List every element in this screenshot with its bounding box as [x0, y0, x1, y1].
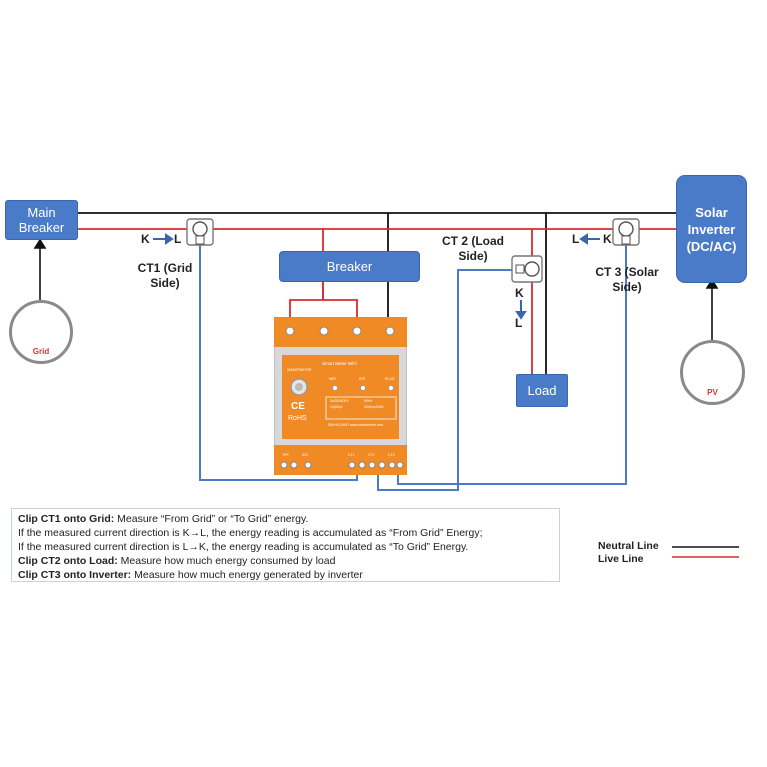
pv-source: PV — [680, 340, 745, 405]
meter-terminal-2: A/N — [302, 453, 308, 457]
solar-inverter-label: Solar Inverter (DC/AC) — [686, 204, 737, 254]
smart-meter-drawing — [274, 317, 407, 475]
meter-brand: SMARTMETER — [287, 368, 312, 372]
ct1-l-letter: L — [174, 232, 182, 246]
meter-spec-3: 50Hz — [364, 399, 373, 403]
source-connections — [33, 238, 719, 340]
meter-terminal-5: CT3 — [388, 453, 395, 457]
note-line-5-text: Measure how much energy generated by inv… — [131, 569, 363, 581]
note-line-3: If the measured current direction is L→K… — [18, 540, 553, 554]
load-label: Load — [527, 383, 557, 398]
meter-spec-1: 3x230/400V — [330, 399, 349, 403]
note-line-1-bold: Clip CT1 onto Grid: — [18, 513, 115, 525]
grid-label: Grid — [32, 347, 50, 356]
meter-title: Smart Meter WiFi — [322, 361, 358, 366]
pv-label: PV — [707, 388, 718, 397]
legend-live: Live Line — [598, 553, 644, 565]
ct-wires — [199, 244, 627, 491]
ct1-k-letter: K — [141, 232, 150, 246]
meter-status-3: PLUG — [385, 377, 395, 381]
main-breaker-box[interactable]: Main Breaker — [5, 200, 78, 240]
note-line-4-bold: Clip CT2 onto Load: — [18, 555, 118, 567]
ct3-k-letter: K — [603, 232, 612, 246]
ct1-label-text: CT1 (Grid Side) — [137, 261, 193, 290]
smart-meter-device: Smart Meter WiFi SMARTMETER CE RoHS WiFi… — [274, 317, 407, 475]
legend-lines — [672, 546, 739, 558]
main-breaker-label: Main Breaker — [18, 205, 65, 235]
note-line-3-text: If the measured current direction is L→K… — [18, 541, 469, 553]
ct3-clamp — [612, 218, 640, 246]
note-line-2: If the measured current direction is K→L… — [18, 526, 553, 540]
ct1-clamp — [186, 218, 214, 246]
meter-status-2: R/S — [359, 377, 365, 381]
note-line-1-text: Measure “From Grid” or “To Grid” energy. — [114, 513, 309, 525]
note-line-5: Clip CT3 onto Inverter: Measure how much… — [18, 568, 553, 582]
meter-status-1: WiFi — [329, 377, 336, 381]
ct2-k-letter: K — [515, 286, 524, 300]
direction-arrows — [153, 233, 600, 320]
note-line-4-text: Measure how much energy consumed by load — [117, 555, 336, 567]
ct3-label-text: CT 3 (Solar Side) — [595, 265, 659, 294]
grid-source: Grid — [9, 300, 73, 364]
breaker-label: Breaker — [326, 259, 373, 274]
ct2-label: CT 2 (Load Side) — [437, 234, 509, 264]
ct1-label: CT1 (Grid Side) — [128, 261, 202, 291]
note-line-2-text: If the measured current direction is K→L… — [18, 527, 483, 539]
ct2-l-letter: L — [515, 316, 523, 330]
meter-terminal-4: CT2 — [368, 453, 375, 457]
meter-terminal-1: ΤΡΚ — [282, 453, 289, 457]
note-line-5-bold: Clip CT3 onto Inverter: — [18, 569, 132, 581]
legend-neutral: Neutral Line — [598, 540, 659, 552]
instructions-note: Clip CT1 onto Grid: Measure “From Grid” … — [11, 508, 560, 582]
load-box[interactable]: Load — [516, 374, 568, 407]
meter-url: SIM+4G/WiFi www.smartmeter.com — [328, 423, 384, 427]
breaker-box[interactable]: Breaker — [279, 251, 420, 282]
meter-terminal-3: CT1 — [348, 453, 355, 457]
ct3-label: CT 3 (Solar Side) — [590, 265, 664, 295]
meter-spec-4: 400imp/kWh — [364, 405, 384, 409]
live-wires — [78, 228, 676, 374]
solar-inverter-box[interactable]: Solar Inverter (DC/AC) — [676, 175, 747, 283]
meter-spec-2: 10(60)A — [330, 405, 343, 409]
ct2-clamp — [511, 255, 543, 283]
note-line-4: Clip CT2 onto Load: Measure how much ene… — [18, 554, 553, 568]
meter-ce-mark: CE — [291, 401, 305, 412]
note-line-1: Clip CT1 onto Grid: Measure “From Grid” … — [18, 512, 553, 526]
neutral-wires — [78, 212, 676, 374]
ct3-l-letter: L — [572, 232, 580, 246]
ct2-label-text: CT 2 (Load Side) — [442, 234, 504, 263]
meter-rohs-mark: RoHS — [288, 415, 307, 422]
